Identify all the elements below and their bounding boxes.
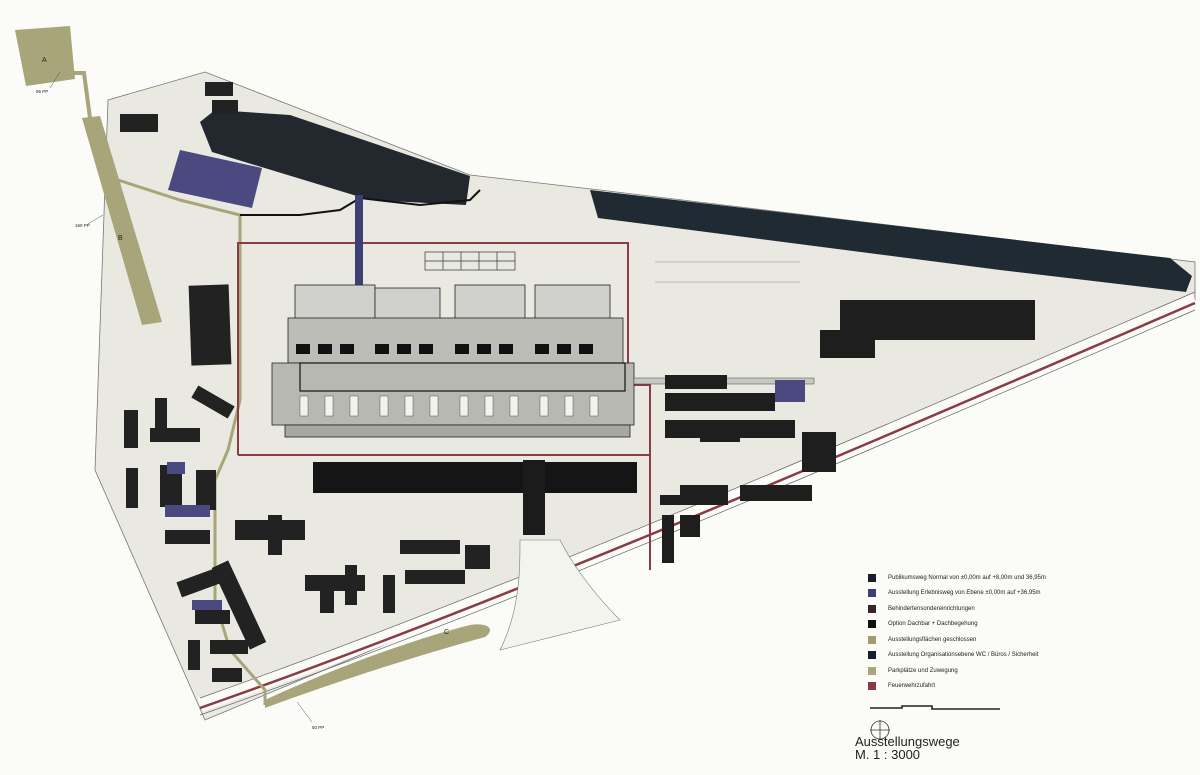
parking-area-b (82, 116, 162, 325)
building-purple (168, 150, 262, 208)
legend-swatch (868, 682, 876, 691)
building-north-east (590, 190, 1192, 292)
plan-name: Ausstellungswege (855, 734, 960, 749)
parking-area-a (15, 26, 75, 86)
visitor-walkway (117, 178, 267, 705)
area-c-capacity: 50 PP (312, 725, 324, 730)
legend-item: Publikumsweg Normal von ±0,00m auf +8,00… (868, 570, 1168, 586)
grid-structure (424, 251, 516, 271)
entrance-plaza (499, 539, 621, 651)
legend-swatch (868, 604, 876, 613)
area-a-label: A (42, 57, 47, 64)
legend-swatch (868, 620, 876, 629)
building-purple-east (775, 380, 805, 402)
scale-bar-and-north (870, 705, 1000, 740)
plan-title: Ausstellungswege M. 1 : 3000 (855, 735, 960, 761)
legend-item: Behindertensondereinrichtungen (868, 601, 1168, 617)
road-edge (199, 309, 1196, 716)
road-lower (197, 293, 1198, 712)
area-b-label: B (118, 235, 123, 242)
west-buildings (120, 82, 490, 682)
legend-item: Option Dachbar + Dachbegehung (868, 617, 1168, 633)
legend-label: Ausstellung Erlebnisweg von Ebene ±0,00m… (888, 590, 1041, 597)
legend-swatch (868, 651, 876, 660)
building-south-black (313, 462, 637, 493)
legend-item: Ausstellung Organisationsebene WC / Büro… (868, 648, 1168, 664)
west-buildings-purple (165, 462, 222, 610)
legend-label: Behindertensondereinrichtungen (888, 605, 975, 612)
north-arrow-icon (870, 720, 890, 740)
legend-item: Ausstellung Erlebnisweg von Ebene ±0,00m… (868, 586, 1168, 602)
legend-swatch (868, 666, 876, 675)
fire-lane-loop (237, 242, 651, 570)
legend-label: Publikumsweg Normal von ±0,00m auf +8,00… (888, 574, 1046, 581)
legend-label: Parkplätze und Zuwegung (888, 667, 958, 674)
parking-area-c (265, 624, 490, 708)
legend-label: Ausstellung Organisationsebene WC / Büro… (888, 652, 1039, 659)
east-buildings (660, 300, 1035, 563)
legend-item: Ausstellungsflächen geschlossen (868, 632, 1168, 648)
area-b-capacity: 160 PP (75, 223, 90, 228)
legend-label: Feuerwehrzufahrt (888, 683, 936, 690)
legend-label: Option Dachbar + Dachbegehung (888, 621, 978, 628)
legend: Publikumsweg Normal von ±0,00m auf +8,00… (868, 570, 1168, 753)
building-stem (523, 460, 545, 535)
legend-swatch (868, 589, 876, 598)
area-a-capacity: 56 PP (36, 89, 48, 94)
legend-item: Parkplätze und Zuwegung (868, 663, 1168, 679)
path-a-b (72, 71, 92, 119)
main-building (271, 284, 635, 438)
building-north-west (200, 110, 470, 205)
legend-swatch (868, 635, 876, 644)
fire-access-road (199, 301, 1196, 710)
area-c-label: C (444, 629, 449, 636)
legend-label: Ausstellungsflächen geschlossen (888, 636, 977, 643)
plan-scale: M. 1 : 3000 (855, 747, 921, 762)
scale-bar (870, 705, 1000, 710)
road-edge (199, 291, 1196, 699)
legend-item: Feuerwehrzufahrt (868, 679, 1168, 695)
legend-swatch (868, 573, 876, 582)
